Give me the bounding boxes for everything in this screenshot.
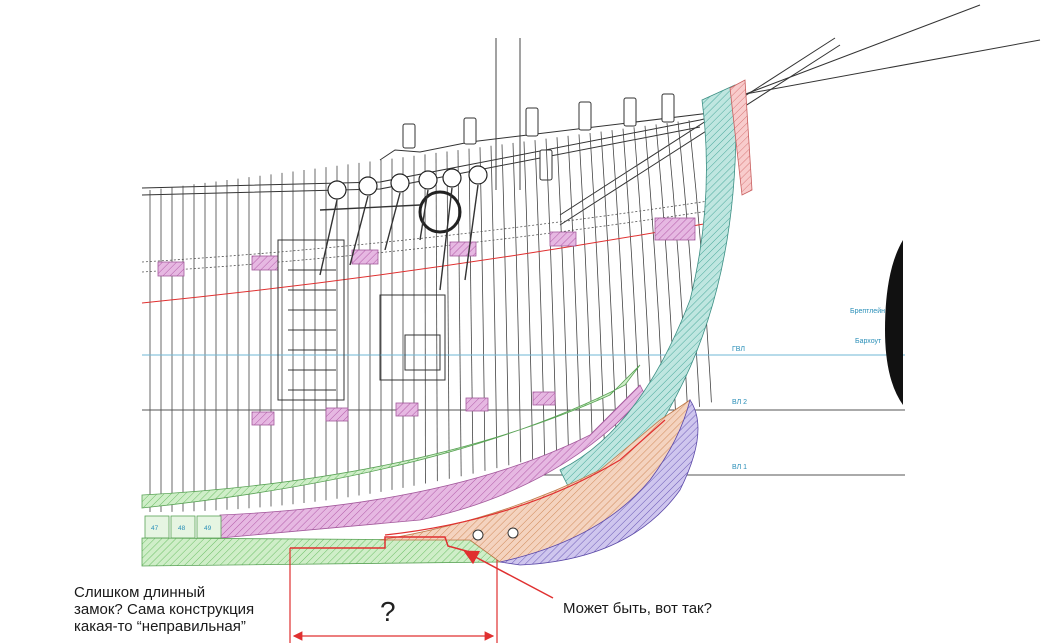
- sheer-red-line: [141, 221, 716, 304]
- frame-number: 47: [151, 525, 159, 532]
- gripe-bolts: [472, 527, 519, 541]
- frame-line: [512, 142, 522, 463]
- frame-line: [589, 132, 605, 439]
- frame-line: [501, 144, 510, 466]
- frame-number: 49: [204, 525, 212, 532]
- frame-line: [578, 134, 593, 443]
- frame-line: [490, 145, 498, 469]
- frame-line: [523, 141, 534, 460]
- frame-line: [534, 140, 545, 457]
- label-vl1: ВЛ 1: [732, 464, 747, 471]
- frame-line: [600, 131, 617, 436]
- anchor-icon: [885, 240, 903, 405]
- forefoot: [499, 399, 699, 566]
- dotted-line-1: [141, 199, 716, 263]
- magenta-strake: [219, 384, 646, 539]
- chains: [319, 184, 479, 291]
- annotation-left-line3: какая-то “неправильная”: [74, 618, 246, 635]
- pointer-arrow: [463, 550, 554, 599]
- scarf-outline-red: [290, 536, 471, 553]
- label-vl2: ВЛ 2: [732, 399, 747, 406]
- ladder: [277, 239, 345, 401]
- dotted-line-2: [141, 209, 716, 273]
- frame-line: [446, 151, 450, 479]
- question-mark: ?: [380, 596, 396, 627]
- timberheads: [402, 93, 675, 181]
- annotation-right: Может быть, вот так?: [563, 600, 712, 617]
- frame-line: [545, 138, 557, 453]
- frame-line: [556, 137, 569, 450]
- annotation-left-line1: Слишком длинный: [74, 584, 206, 601]
- green-wale: [141, 364, 641, 509]
- stem-head: [729, 79, 753, 196]
- frame-line: [567, 135, 581, 447]
- label-gvl: ГВЛ: [732, 346, 745, 353]
- frame-lines: [149, 120, 712, 512]
- waterlines: [141, 199, 905, 476]
- hatch-box: [379, 294, 446, 381]
- frame-number: 48: [178, 525, 186, 532]
- dimension-lines: [289, 548, 498, 643]
- frame-line: [457, 150, 462, 477]
- frame-line: [611, 130, 629, 432]
- annotation-left-line2: замок? Сама конструкция: [74, 601, 255, 618]
- frame-line: [435, 152, 438, 482]
- bowsprit-lines: [559, 4, 1041, 226]
- mast: [495, 38, 521, 190]
- frame-line: [479, 147, 486, 471]
- label-barkhout: Бархоут: [855, 338, 882, 345]
- label-brextlein: Брептлейн: [850, 307, 885, 315]
- frame-line: [468, 148, 474, 474]
- annotation-left: Слишком длинный замок? Сама конструкция …: [74, 584, 304, 635]
- deadeyes: [327, 165, 488, 234]
- proposed-line-red: [384, 419, 666, 536]
- frame-number-cells: [144, 515, 222, 539]
- frame-line: [677, 121, 700, 407]
